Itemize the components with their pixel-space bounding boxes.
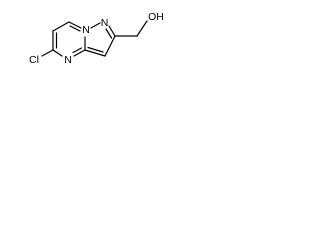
bond-c9-n4: [73, 49, 86, 57]
bond-c5-cl: [41, 49, 54, 57]
bond-c7-n8: [68, 21, 82, 29]
bond-c6-c7: [52, 21, 70, 32]
atom-label-n-top: N: [82, 24, 90, 36]
bond-n1-c2: [108, 25, 116, 37]
bond-n1-c2-inner: [105, 28, 113, 39]
bond-n8-n1: [90, 22, 101, 29]
bond-c3-c9: [84, 49, 106, 57]
chemical-structure: N N N Cl OH: [29, 11, 164, 66]
bond-lines: [41, 20, 148, 57]
atom-label-n-bottom: N: [64, 54, 72, 66]
bond-ch2-o: [136, 20, 148, 37]
atom-label-chlorine: Cl: [29, 54, 39, 66]
bond-n4-c5: [52, 49, 63, 57]
bond-c7-n8-inner: [69, 25, 81, 32]
bond-c2-c3: [104, 35, 116, 57]
atom-label-hydroxyl: OH: [148, 11, 164, 23]
atom-labels: N N N Cl OH: [29, 11, 164, 66]
atom-label-n-pyrazole: N: [101, 17, 109, 29]
bond-c3-c9-inner: [87, 46, 104, 53]
bond-c9-n4-inner: [72, 47, 83, 54]
